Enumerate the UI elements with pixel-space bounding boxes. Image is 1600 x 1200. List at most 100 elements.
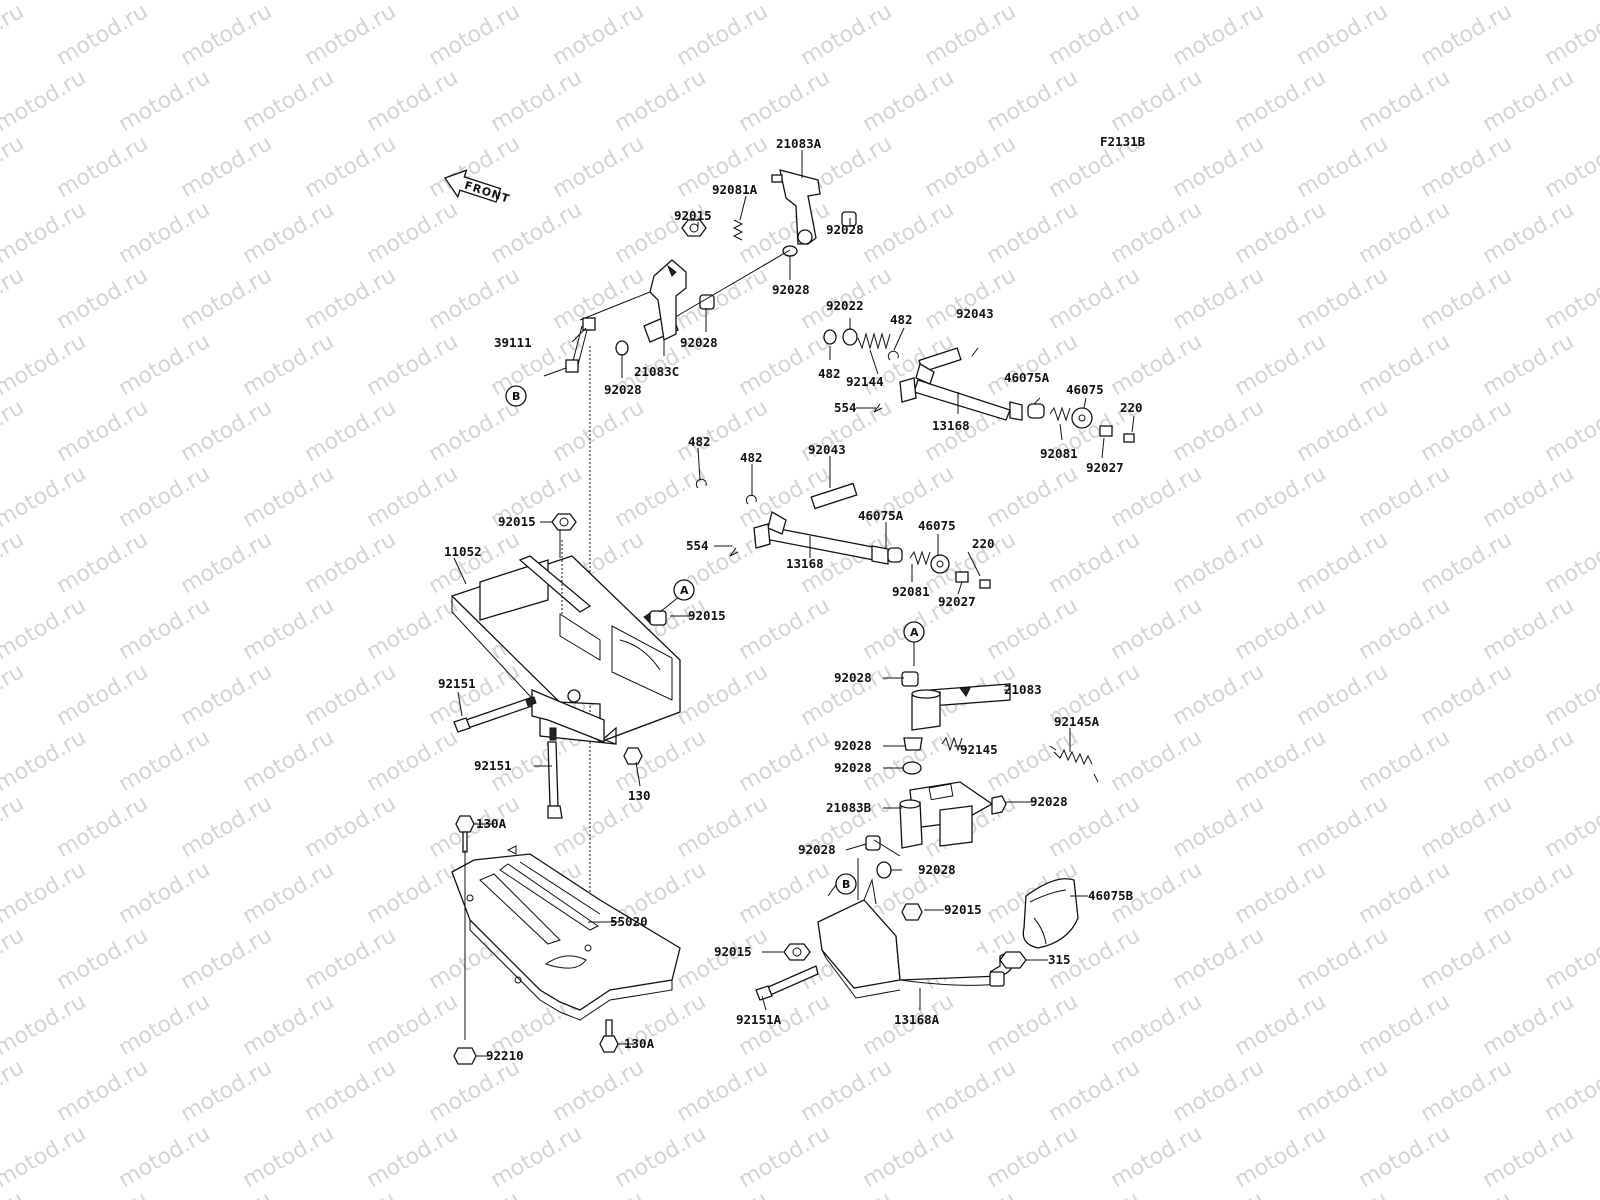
watermark-text: motod.ru <box>735 725 835 797</box>
watermark-text: motod.ru <box>487 197 587 269</box>
label-46075-a: 46075 <box>1066 382 1104 397</box>
label-21083A: 21083A <box>776 136 822 151</box>
skid-plate <box>451 815 681 1065</box>
svg-text:B: B <box>512 390 520 403</box>
watermark-text: motod.ru <box>301 659 401 731</box>
watermark-text: motod.ru <box>1107 989 1207 1061</box>
watermark-text: motod.ru <box>0 857 90 929</box>
watermark-text: motod.ru <box>983 593 1083 665</box>
watermark-text: motod.ru <box>1107 725 1207 797</box>
watermark-text: motod.ru <box>1355 725 1455 797</box>
part-labels: 21083A 92081A 92015 92028 92028 92028 39… <box>438 136 1143 1063</box>
label-92081-b: 92081 <box>892 584 930 599</box>
watermark-text: motod.ru <box>611 65 711 137</box>
watermark-text: motod.ru <box>0 527 28 599</box>
label-92145: 92145 <box>960 742 998 757</box>
watermark-text: motod.ru <box>363 725 463 797</box>
watermark-text: motod.ru <box>1045 527 1145 599</box>
watermark-text: motod.ru <box>1107 1121 1207 1193</box>
watermark-text: motod.ru <box>1417 527 1517 599</box>
watermark-text: motod.ru <box>177 0 277 71</box>
watermark-text: motod.ru <box>0 395 28 467</box>
watermark-text: motod.ru <box>983 725 1083 797</box>
watermark-text: motod.ru <box>53 1187 153 1200</box>
label-92027-b: 92027 <box>938 594 976 609</box>
gear-shaft-lower <box>695 478 991 589</box>
label-92015-pedal-b: 92015 <box>714 944 752 959</box>
watermark-text: motod.ru <box>301 527 401 599</box>
watermark-text: motod.ru <box>239 989 339 1061</box>
watermark-text: motod.ru <box>177 659 277 731</box>
watermark-text: motod.ru <box>177 131 277 203</box>
watermark-text: motod.ru <box>425 791 525 863</box>
label-21083: 21083 <box>1004 682 1042 697</box>
watermark-text: motod.ru <box>239 461 339 533</box>
label-92144: 92144 <box>846 374 884 389</box>
watermark-text: motod.ru <box>1541 791 1600 863</box>
label-13168-a: 13168 <box>932 418 970 433</box>
watermark-text: motod.ru <box>921 1187 1021 1200</box>
label-130: 130 <box>628 788 651 803</box>
watermark-text: motod.ru <box>487 65 587 137</box>
label-46075B: 46075B <box>1088 888 1134 903</box>
label-13168-b: 13168 <box>786 556 824 571</box>
label-92028-g: 92028 <box>834 760 872 775</box>
frame-bracket <box>450 513 681 745</box>
label-92015-pedal-a: 92015 <box>944 902 982 917</box>
watermark-text: motod.ru <box>1479 1121 1579 1193</box>
watermark-text: motod.ru <box>1169 0 1269 71</box>
watermark-text: motod.ru <box>673 263 773 335</box>
watermark-text: motod.ru <box>1355 329 1455 401</box>
label-92028-h: 92028 <box>1030 794 1068 809</box>
watermark-text: motod.ru <box>1541 1055 1600 1127</box>
watermark-text: motod.ru <box>53 659 153 731</box>
watermark-text: motod.ru <box>177 1055 277 1127</box>
watermark-text: motod.ru <box>1293 1055 1393 1127</box>
watermark-text: motod.ru <box>797 0 897 71</box>
label-21083B: 21083B <box>826 800 872 815</box>
watermark-text: motod.ru <box>239 857 339 929</box>
watermark-text: motod.ru <box>921 263 1021 335</box>
watermark-text: motod.ru <box>115 1121 215 1193</box>
watermark-text: motod.ru <box>1355 461 1455 533</box>
watermark-text: motod.ru <box>611 1121 711 1193</box>
watermark-text: motod.ru <box>797 1187 897 1200</box>
watermark-text: motod.ru <box>1417 659 1517 731</box>
watermark-text: motod.ru <box>301 923 401 995</box>
watermark-text: motod.ru <box>1541 923 1600 995</box>
watermark-text: motod.ru <box>1169 1055 1269 1127</box>
watermark-text: motod.ru <box>177 923 277 995</box>
watermark-text: motod.ru <box>549 395 649 467</box>
label-21083C: 21083C <box>634 364 679 379</box>
watermark-text: motod.ru <box>53 923 153 995</box>
watermark-text: motod.ru <box>1417 263 1517 335</box>
watermark-text: motod.ru <box>177 263 277 335</box>
watermark-text: motod.ru <box>239 725 339 797</box>
watermark-text: motod.ru <box>487 1121 587 1193</box>
watermark-text: motod.ru <box>1169 527 1269 599</box>
watermark-text: motod.ru <box>921 131 1021 203</box>
watermark-text: motod.ru <box>1231 461 1331 533</box>
watermark-text: motod.ru <box>0 131 28 203</box>
label-130A-b: 130A <box>624 1036 655 1051</box>
watermark-text: motod.ru <box>239 65 339 137</box>
watermark-text: motod.ru <box>673 659 773 731</box>
watermark-text: motod.ru <box>1541 527 1600 599</box>
watermark-text: motod.ru <box>177 395 277 467</box>
watermark-text: motod.ru <box>301 395 401 467</box>
label-92028-a: 92028 <box>826 222 864 237</box>
watermark-text: motod.ru <box>1045 263 1145 335</box>
watermark-text: motod.ru <box>1107 593 1207 665</box>
label-554-b: 554 <box>686 538 709 553</box>
watermark-text: motod.ru <box>1355 1121 1455 1193</box>
watermark-text: motod.ru <box>1293 263 1393 335</box>
label-220-b: 220 <box>972 536 995 551</box>
label-92028-d: 92028 <box>604 382 642 397</box>
label-92043-b: 92043 <box>808 442 846 457</box>
watermark-text: motod.ru <box>921 0 1021 71</box>
watermark-text: motod.ru <box>1355 65 1455 137</box>
watermark-text: motod.ru <box>239 593 339 665</box>
watermark-text: motod.ru <box>115 197 215 269</box>
watermark-text: motod.ru <box>1293 923 1393 995</box>
watermark-text: motod.ru <box>1169 791 1269 863</box>
